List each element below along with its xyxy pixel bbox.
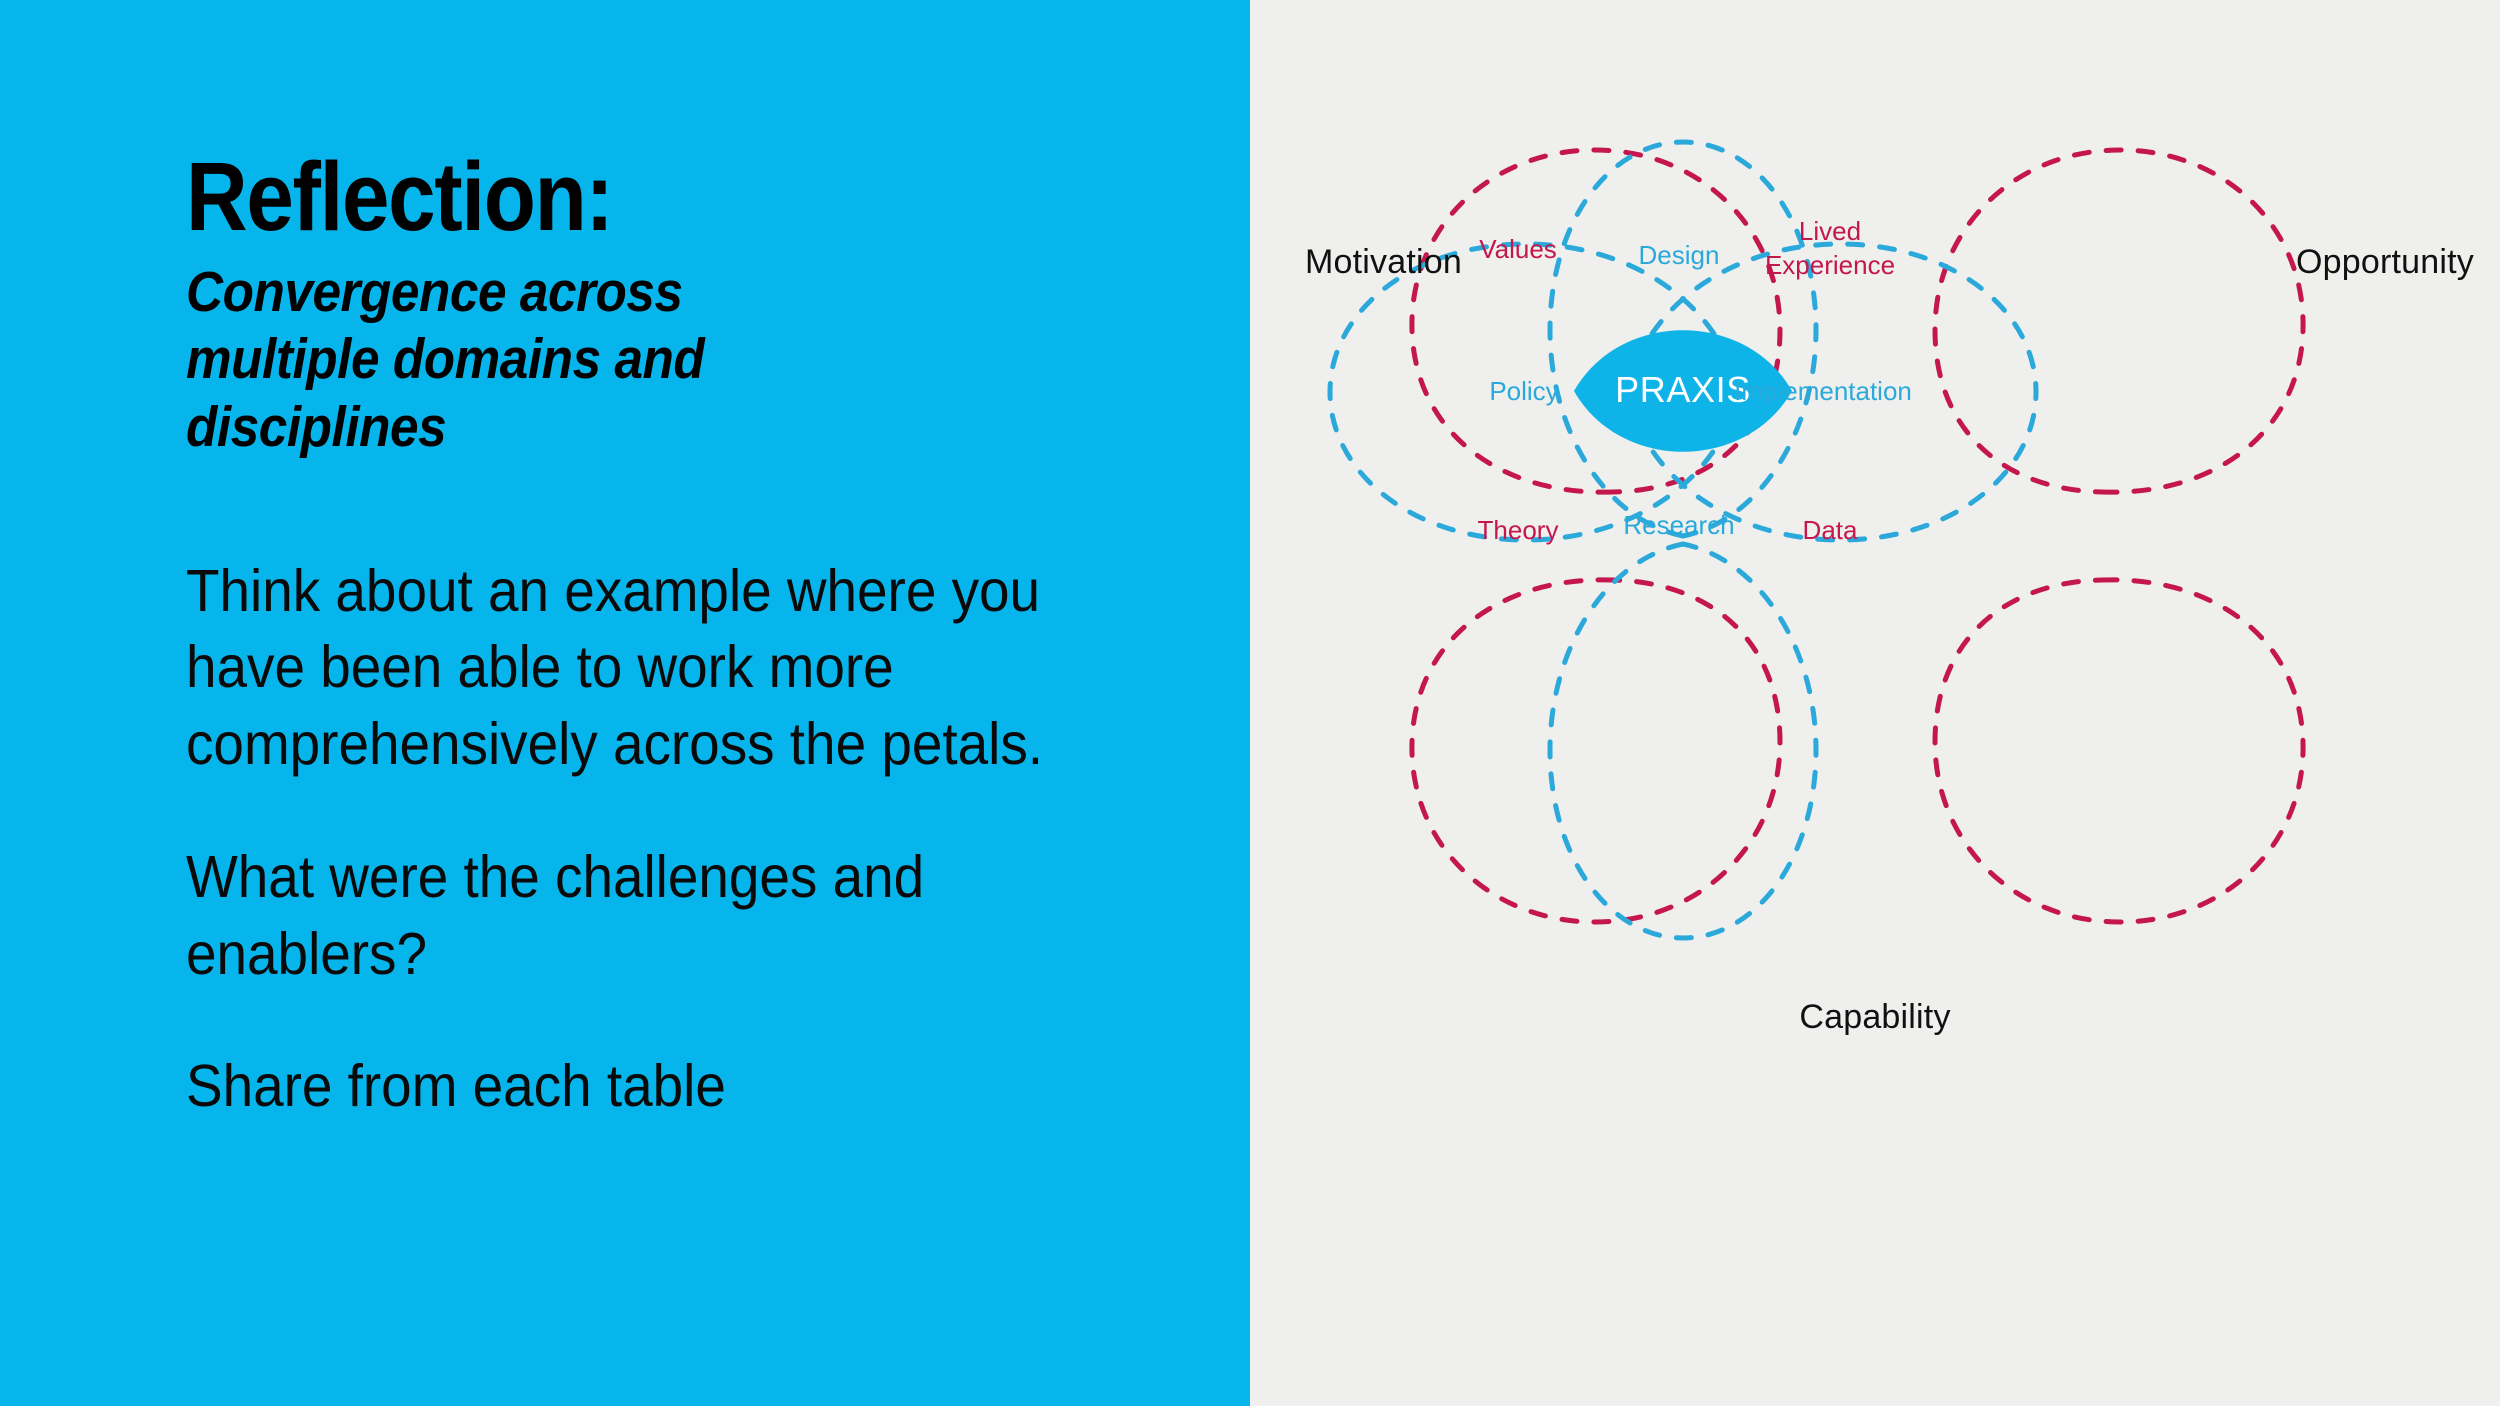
- body-paragraph-3: Share from each table: [186, 1053, 726, 1120]
- body-paragraph-2: What were the challenges and enablers?: [186, 843, 925, 987]
- petal-diagram-svg: [1327, 139, 2306, 941]
- petal-label-theory: Theory: [1477, 515, 1559, 546]
- page-title: Reflection:: [186, 142, 614, 251]
- petal-shape-values: [1409, 147, 1783, 495]
- quadrant-label-opportunity: Opportunity: [2296, 243, 2474, 281]
- petal-label-values: Values: [1479, 234, 1557, 265]
- petal-shape-lived-experience: [1932, 147, 2306, 495]
- body-paragraph-group: Think about an example where you have be…: [186, 553, 1196, 1125]
- page-subtitle: Convergence across multiple domains and …: [186, 260, 705, 459]
- praxis-petal-diagram: PRAXIS Values Design Lived Experience Po…: [1250, 0, 2500, 1406]
- petal-shape-policy: [1327, 241, 1742, 543]
- petal-label-design: Design: [1638, 240, 1720, 271]
- petal-shape-design: [1547, 139, 1819, 539]
- petal-shape-data: [1932, 577, 2306, 925]
- petal-label-policy: Policy: [1489, 376, 1559, 407]
- right-diagram-panel: PRAXIS Values Design Lived Experience Po…: [1250, 0, 2500, 1406]
- praxis-lens-shape: [1574, 330, 1792, 452]
- petal-shape-research: [1547, 541, 1819, 941]
- petal-shape-implementation: [1624, 241, 2039, 543]
- left-text-panel: Reflection: Convergence across multiple …: [0, 0, 1250, 1406]
- quadrant-label-capability: Capability: [1799, 998, 1951, 1036]
- petal-shape-theory: [1409, 577, 1783, 925]
- petal-label-implementation: Implementation: [1734, 376, 1912, 407]
- quadrant-label-motivation: Motivation: [1305, 243, 1462, 281]
- body-paragraph-1: Think about an example where you have be…: [186, 557, 1044, 778]
- left-content-stack: Reflection: Convergence across multiple …: [186, 148, 1196, 1125]
- petal-label-research: Research: [1623, 510, 1735, 541]
- petal-label-lived-experience: Lived Experience: [1764, 216, 1896, 280]
- petal-label-data: Data: [1802, 515, 1858, 546]
